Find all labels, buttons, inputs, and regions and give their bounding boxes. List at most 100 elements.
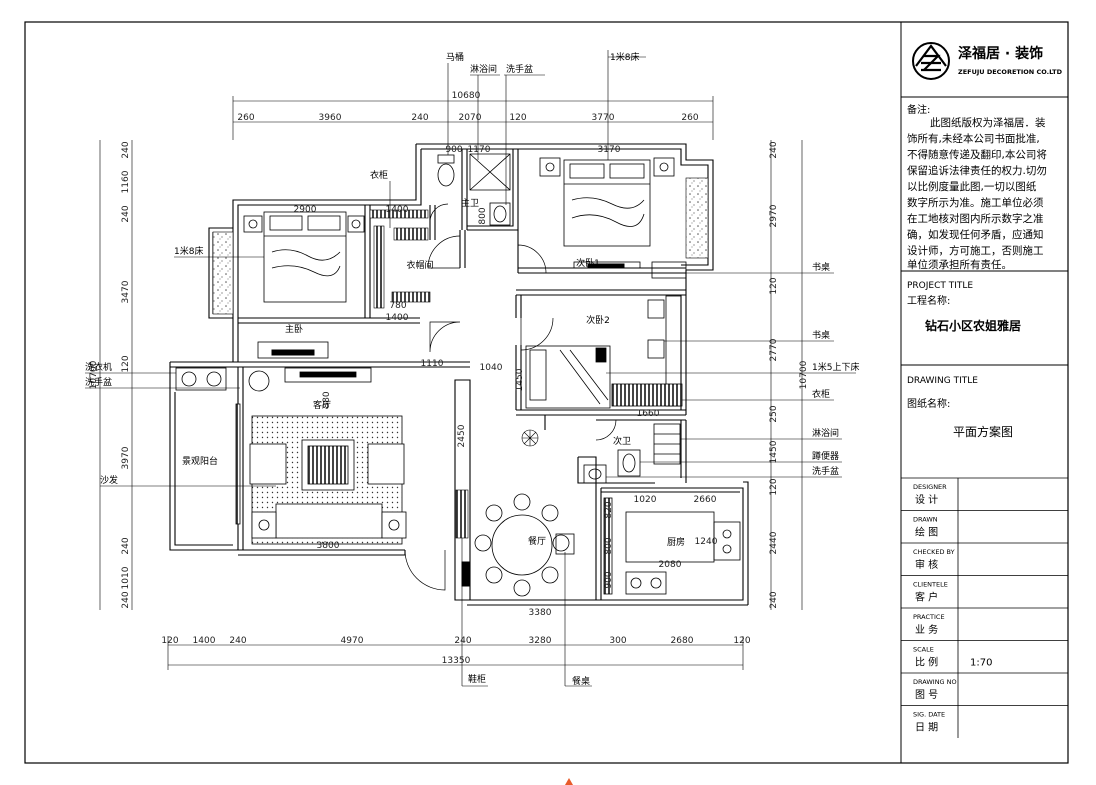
title-row-value: 1:70 bbox=[970, 658, 992, 669]
room-label-balcony: 景观阳台 bbox=[182, 455, 218, 467]
title-row-label-cn: 绘 图 bbox=[915, 526, 938, 539]
callout-bed-18-top: 1米8床 bbox=[610, 51, 639, 63]
dim-inner: 1400 bbox=[386, 205, 409, 215]
dim-bottom-segment: 120 bbox=[161, 636, 178, 646]
dim-right-segment: 2770 bbox=[769, 338, 779, 361]
title-row-label-en: DRAWING NO bbox=[913, 678, 957, 686]
callout-shower: 淋浴间 bbox=[470, 63, 497, 75]
dim-left-segment: 240 bbox=[121, 205, 131, 222]
title-row-label-en: CHECKED BY bbox=[913, 548, 955, 556]
notes-line: 保留追诉法律责任的权力.切勿 bbox=[907, 164, 1047, 177]
dim-top-segment: 2070 bbox=[459, 113, 482, 123]
floor-plan bbox=[169, 143, 749, 606]
dim-bottom-segment: 2680 bbox=[671, 636, 694, 646]
cloak-wardrobe-bottom bbox=[391, 291, 431, 303]
bedroom1-tv bbox=[587, 263, 625, 268]
notes-line: 不得随意传递及翻印,本公司将 bbox=[907, 148, 1047, 161]
master-bath-fixtures bbox=[437, 153, 511, 226]
callout-dining-table: 餐桌 bbox=[572, 675, 590, 687]
dim-inner: 800 bbox=[604, 537, 614, 554]
dim-left-segment: 120 bbox=[121, 355, 131, 372]
dim-inner: 1110 bbox=[421, 359, 444, 369]
door-swings bbox=[404, 203, 617, 591]
dim-inner: 800 bbox=[478, 207, 488, 224]
drawing-name: 平面方案图 bbox=[953, 424, 1013, 439]
dim-left-segment: 3970 bbox=[121, 446, 131, 469]
title-row-label-en: SCALE bbox=[913, 646, 934, 654]
dim-inner: 3170 bbox=[598, 145, 621, 155]
drawing-title-cn: 图纸名称: bbox=[907, 397, 950, 410]
shoe-cabinet bbox=[455, 489, 469, 539]
dim-inner: 1450 bbox=[515, 368, 525, 391]
dim-inner: 3380 bbox=[529, 608, 552, 618]
callout-washbasin-top: 洗手盆 bbox=[506, 63, 533, 75]
dim-left-total: 10700 bbox=[89, 360, 99, 389]
callout-bunk-bed: 1米5上下床 bbox=[812, 361, 859, 373]
title-row-label-cn: 设 计 bbox=[915, 493, 938, 506]
notes-text: 此图纸版权为泽福居．装饰所有,未经本公司书面批准,不得随意传递及翻印,本公司将保… bbox=[907, 116, 1047, 271]
callout-shower-right: 淋浴间 bbox=[812, 427, 839, 439]
dim-left-segment: 240 bbox=[121, 141, 131, 158]
notes-heading: 备注: bbox=[907, 103, 930, 116]
callout-desk-1: 书桌 bbox=[812, 261, 830, 273]
room-label-dining: 餐厅 bbox=[528, 535, 546, 547]
bedroom1-bed bbox=[539, 157, 675, 247]
notes-line: 以比例度量此图,一切以图纸 bbox=[907, 180, 1037, 193]
cloak-wardrobe-mid bbox=[393, 227, 429, 241]
dim-inner: 780 bbox=[389, 301, 406, 311]
callout-washbasin-left: 洗手盆 bbox=[85, 376, 112, 388]
company-name: 泽福居 · 装饰 bbox=[958, 45, 1043, 62]
room-label-master-bath: 主卫 bbox=[461, 197, 479, 209]
dim-inner: 1660 bbox=[637, 409, 660, 419]
dim-inner: 2660 bbox=[694, 495, 717, 505]
dim-left-segment: 3470 bbox=[121, 280, 131, 303]
living-furniture bbox=[248, 367, 407, 545]
dim-top-segment: 3960 bbox=[319, 113, 342, 123]
room-label-second-bath: 次卫 bbox=[613, 435, 631, 447]
plant-icon bbox=[521, 429, 539, 447]
notes-line: 单位须承担所有责任。 bbox=[907, 258, 1012, 271]
dimension-lines bbox=[99, 96, 803, 670]
dim-inner: 1040 bbox=[480, 363, 503, 373]
dim-inner: 820 bbox=[604, 501, 614, 518]
dim-top-segment: 240 bbox=[411, 113, 428, 123]
room-label-cloakroom: 衣帽间 bbox=[406, 259, 433, 271]
title-row-label-cn: 图 号 bbox=[915, 689, 938, 701]
laundry-fixtures bbox=[175, 367, 241, 525]
bedroom1-tv-cabinet bbox=[573, 261, 641, 269]
dim-right-segment: 120 bbox=[769, 478, 779, 495]
title-block: 泽福居 · 装饰 ZEFUJU DECORETION CO.LTD 备注: 此图… bbox=[901, 42, 1068, 738]
project-name: 钻石小区农姐雅居 bbox=[925, 318, 1021, 333]
corner-mark bbox=[565, 778, 573, 785]
dim-bottom-segment: 1400 bbox=[193, 636, 216, 646]
dim-inner: 2450 bbox=[457, 424, 467, 447]
dim-top-segment: 120 bbox=[509, 113, 526, 123]
dim-bottom-segment: 4970 bbox=[341, 636, 364, 646]
bedroom2-furniture bbox=[525, 295, 683, 409]
callout-wardrobe-right: 衣柜 bbox=[812, 388, 830, 400]
dim-inner: 1170 bbox=[468, 145, 491, 155]
notes-line: 设计师，方可施工，否则施工 bbox=[907, 244, 1044, 257]
dim-bottom-segment: 240 bbox=[454, 636, 471, 646]
dim-left-segment: 1010 bbox=[121, 566, 131, 589]
dim-bottom-segment: 120 bbox=[733, 636, 750, 646]
window-sill-right bbox=[685, 177, 709, 259]
dim-bottom-segment: 3280 bbox=[529, 636, 552, 646]
callout-desk-2: 书桌 bbox=[812, 329, 830, 341]
dim-top-segment: 3770 bbox=[592, 113, 615, 123]
notes-line: 数字所示为准。施工单位必须 bbox=[907, 196, 1044, 209]
master-tv-cabinet bbox=[257, 341, 329, 359]
dim-right-segment: 240 bbox=[769, 141, 779, 158]
dim-right-segment: 120 bbox=[769, 277, 779, 294]
title-row-label-en: SIG. DATE bbox=[913, 711, 945, 719]
project-title-en: PROJECT TITLE bbox=[907, 281, 973, 291]
title-row-label-en: CLIENTELE bbox=[913, 581, 948, 589]
project-title-cn: 工程名称: bbox=[907, 294, 950, 307]
drawing-title-en: DRAWING TITLE bbox=[907, 376, 978, 386]
dim-right-segment: 1450 bbox=[769, 440, 779, 463]
title-row-label-cn: 业 务 bbox=[915, 623, 938, 636]
callout-toilet: 马桶 bbox=[446, 51, 464, 63]
dim-bottom-segment: 240 bbox=[229, 636, 246, 646]
